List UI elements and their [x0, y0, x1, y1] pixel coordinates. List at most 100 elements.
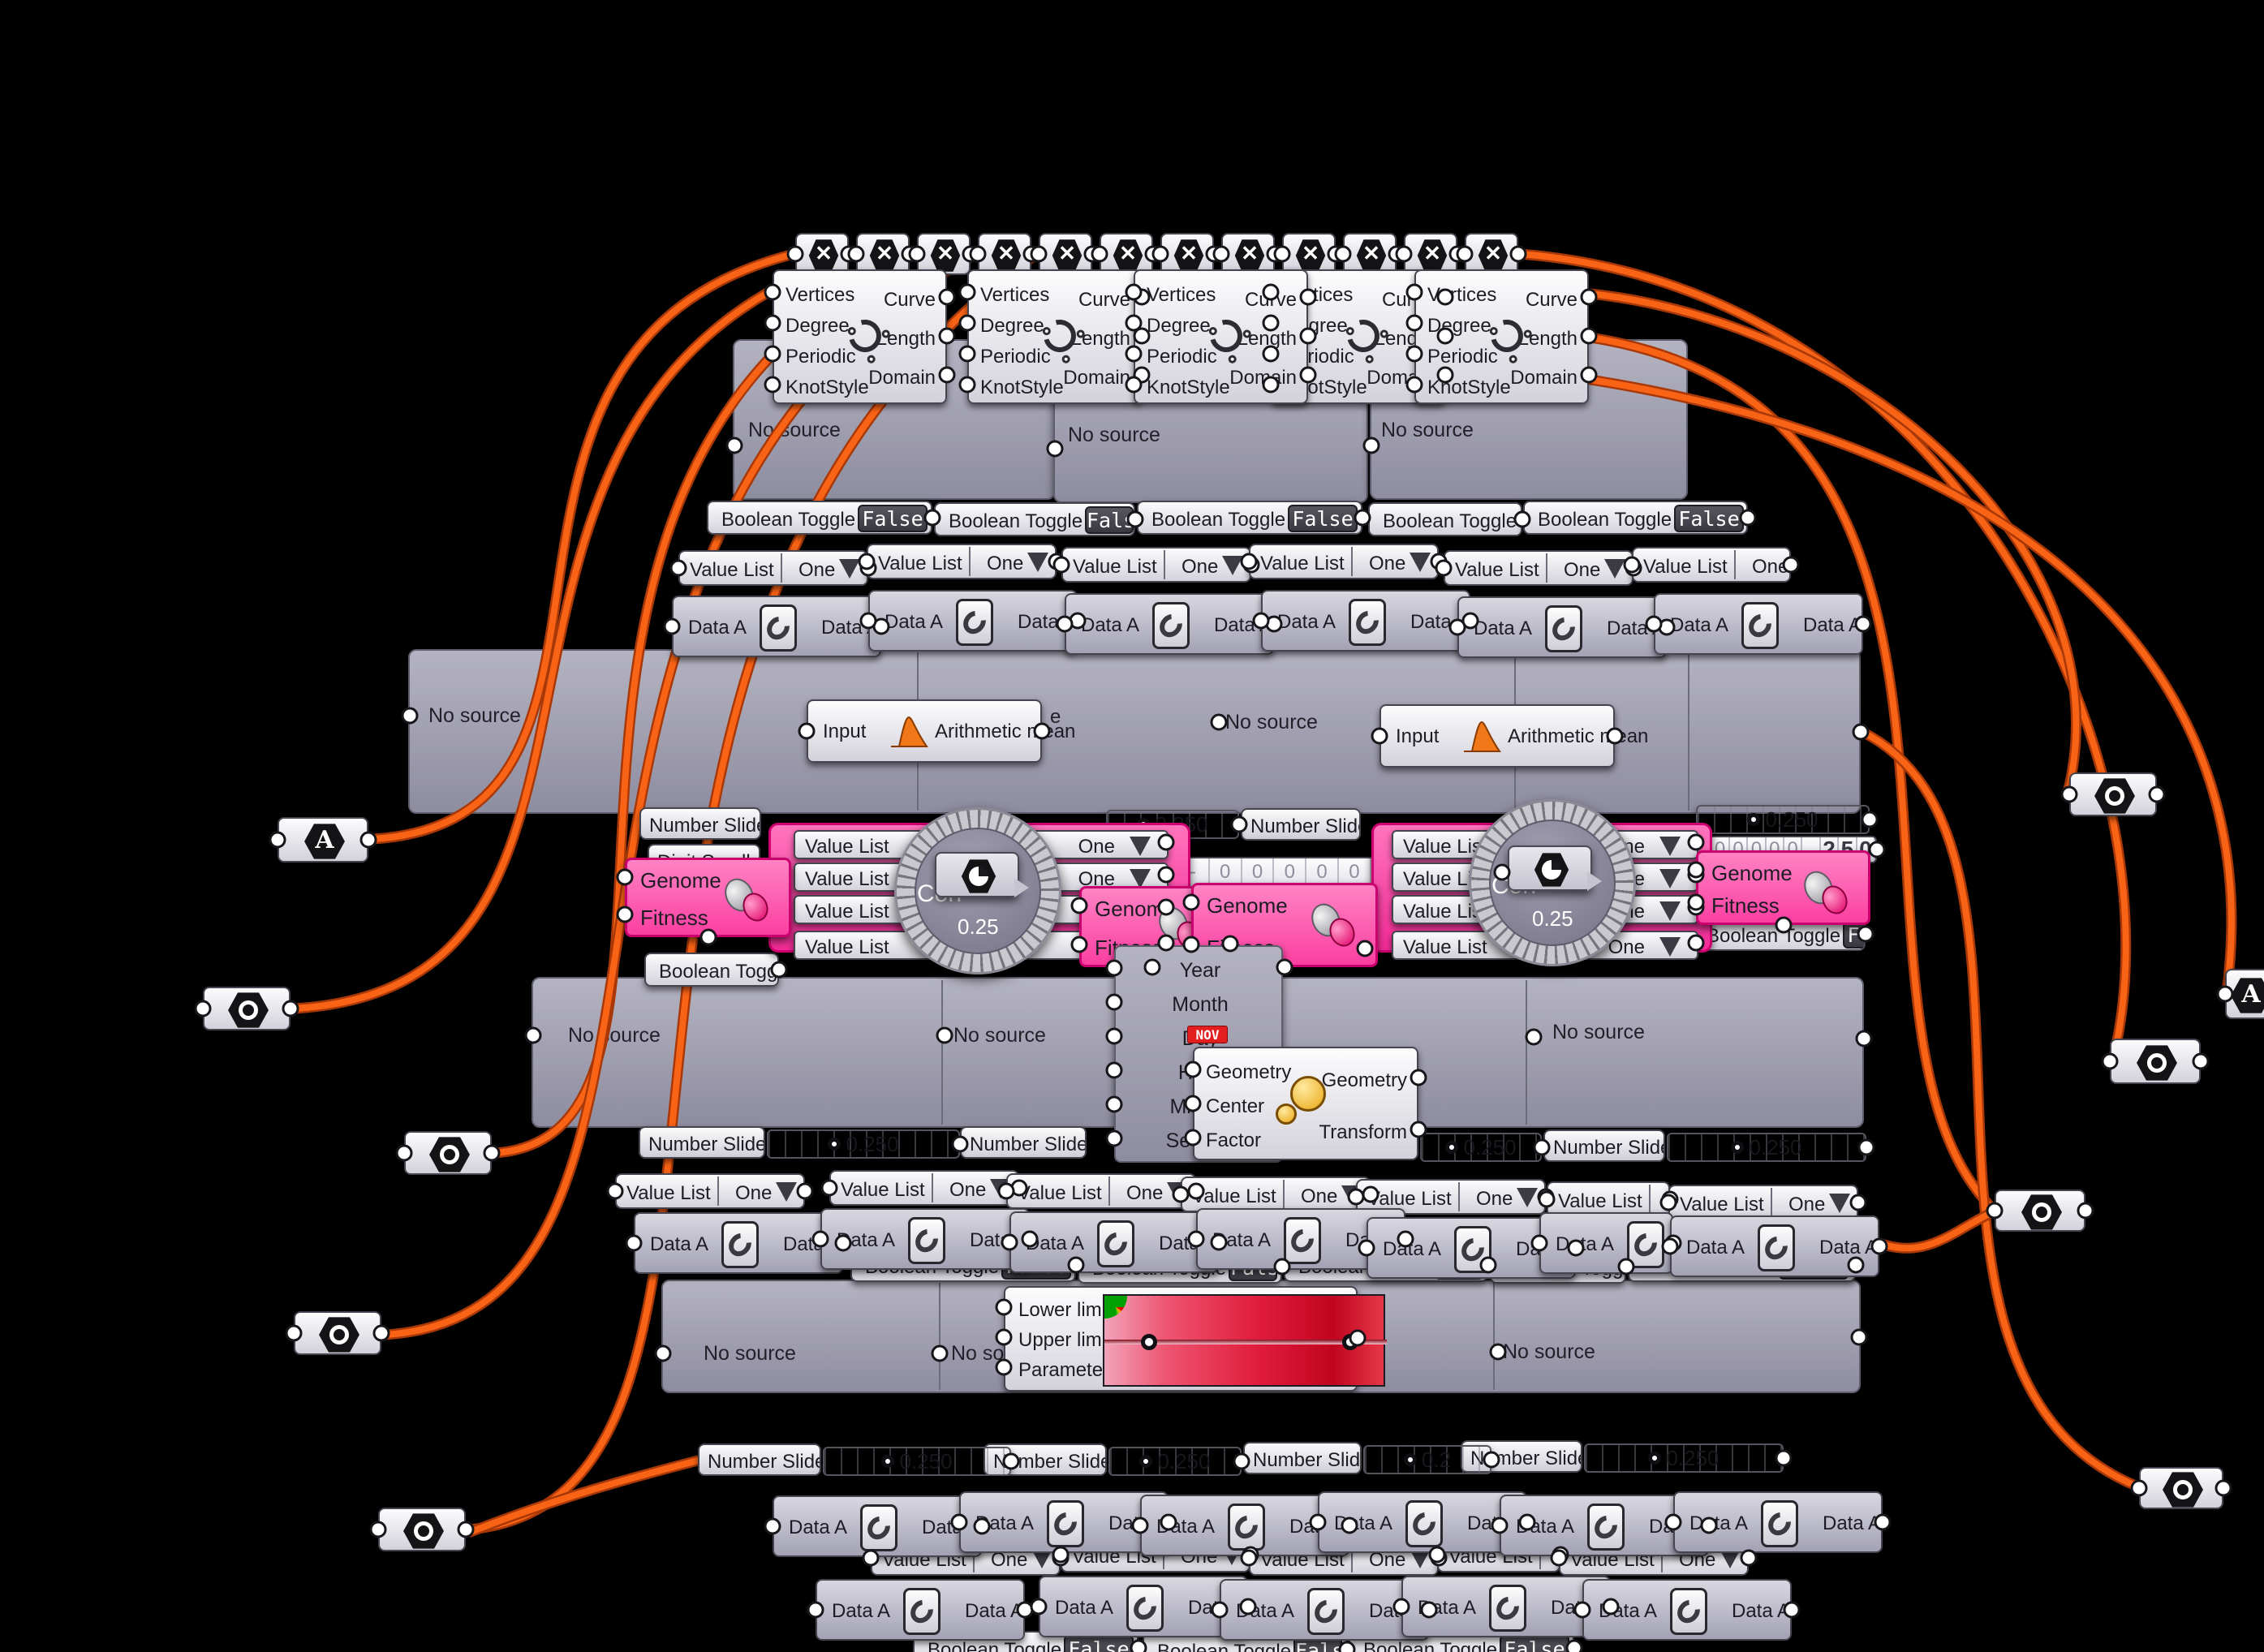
slider-rail[interactable]: 0.250: [1667, 1133, 1866, 1162]
wire-grip[interactable]: [1212, 245, 1230, 263]
wire-grip[interactable]: [1030, 245, 1048, 263]
wire-grip[interactable]: [1525, 1028, 1543, 1046]
wire-grip[interactable]: [1580, 327, 1598, 345]
wire-grip[interactable]: [938, 288, 956, 306]
dam-play-button[interactable]: [1545, 605, 1582, 652]
wire-grip[interactable]: [1687, 861, 1705, 879]
wire-grip[interactable]: [1126, 510, 1144, 528]
dropdown-arrow-icon[interactable]: [1659, 837, 1681, 856]
wire-grip[interactable]: [1187, 1230, 1205, 1248]
wire-grip[interactable]: [1334, 245, 1352, 263]
wire-grip[interactable]: [194, 1000, 212, 1017]
dam-play-button[interactable]: [860, 1504, 897, 1551]
wire-grip[interactable]: [663, 617, 681, 635]
wire-grip[interactable]: [764, 1517, 781, 1535]
disabled-cluster-component[interactable]: ✕: [1343, 233, 1397, 275]
wire-grip[interactable]: [401, 707, 419, 725]
parameter-node[interactable]: [203, 987, 291, 1030]
wire-grip[interactable]: [1233, 1452, 1250, 1470]
dropdown-arrow-icon[interactable]: [1659, 869, 1681, 888]
wire-grip[interactable]: [1617, 1258, 1635, 1276]
wire-grip[interactable]: [1262, 283, 1280, 301]
disabled-cluster-component[interactable]: ✕: [1282, 233, 1336, 275]
wire-grip[interactable]: [938, 327, 956, 345]
component-name-plate[interactable]: Number Slider: [639, 1126, 765, 1159]
wire-grip[interactable]: [1489, 1343, 1507, 1361]
disabled-cluster-component[interactable]: ✕: [1404, 233, 1457, 275]
wire-grip[interactable]: [764, 283, 781, 301]
parameter-node[interactable]: [2139, 1467, 2223, 1509]
wire-grip[interactable]: [770, 961, 788, 979]
wire-grip[interactable]: [1182, 893, 1200, 911]
slider-rail[interactable]: 0.250: [1108, 1447, 1242, 1476]
wire-grip[interactable]: [1573, 1601, 1591, 1619]
wire-grip[interactable]: [1664, 1513, 1682, 1531]
wire-grip[interactable]: [1405, 345, 1423, 363]
wire-grip[interactable]: [372, 1324, 390, 1342]
wire-grip[interactable]: [1105, 1061, 1123, 1079]
wire-grip[interactable]: [1240, 1549, 1258, 1567]
dam-play-button[interactable]: [1489, 1585, 1526, 1632]
wire-grip[interactable]: [862, 1549, 880, 1567]
wire-grip[interactable]: [1410, 1121, 1427, 1138]
wire-grip[interactable]: [1362, 1185, 1379, 1203]
wire-grip[interactable]: [1030, 1598, 1048, 1615]
dam-play-button[interactable]: [1126, 1585, 1164, 1632]
dam-play-button[interactable]: [1405, 1500, 1443, 1547]
toggle-false-button[interactable]: False: [1064, 1635, 1134, 1652]
wire-grip[interactable]: [1567, 1239, 1585, 1257]
clock-component[interactable]: [935, 852, 1029, 897]
wire-grip[interactable]: [1395, 245, 1413, 263]
slider-knob-icon[interactable]: [828, 1138, 841, 1151]
slider-rail[interactable]: 0.250: [823, 1447, 1011, 1476]
wire-grip[interactable]: [931, 1344, 949, 1362]
wire-grip[interactable]: [524, 1026, 542, 1044]
toggle-false-button[interactable]: Fals: [1085, 506, 1134, 534]
wire-grip[interactable]: [1861, 811, 1879, 828]
wire-grip[interactable]: [1125, 376, 1143, 394]
scroller-digit[interactable]: 0: [1209, 858, 1242, 886]
wire-grip[interactable]: [1349, 1329, 1367, 1347]
wire-grip[interactable]: [1157, 898, 1175, 916]
wire-grip[interactable]: [1131, 1516, 1149, 1534]
wire-grip[interactable]: [1436, 288, 1454, 306]
wire-grip[interactable]: [1854, 615, 1872, 633]
wire-grip[interactable]: [1580, 366, 1598, 384]
wire-grip[interactable]: [1533, 1138, 1551, 1156]
dam-play-button[interactable]: [1758, 1224, 1795, 1271]
wire-grip[interactable]: [908, 245, 926, 263]
wire-grip[interactable]: [834, 1234, 852, 1252]
wire-grip[interactable]: [1184, 1095, 1202, 1112]
wire-grip[interactable]: [1775, 1449, 1793, 1467]
wire-grip[interactable]: [2077, 1202, 2094, 1220]
wire-grip[interactable]: [2216, 985, 2234, 1003]
wire-grip[interactable]: [1252, 612, 1270, 630]
slider-rail[interactable]: 0.250: [767, 1129, 960, 1159]
wire-grip[interactable]: [1151, 245, 1169, 263]
wire-grip[interactable]: [1358, 1239, 1375, 1257]
wire-grip[interactable]: [606, 1182, 624, 1200]
wire-grip[interactable]: [1420, 1601, 1438, 1619]
dam-play-button[interactable]: [1284, 1217, 1321, 1264]
dam-play-button[interactable]: [1670, 1588, 1707, 1635]
clock-component[interactable]: [1508, 845, 1602, 891]
wire-grip[interactable]: [1133, 327, 1151, 345]
dropdown-arrow-icon[interactable]: [1130, 869, 1151, 888]
toggle-false-button[interactable]: False: [858, 505, 928, 532]
wire-grip[interactable]: [1565, 1639, 1583, 1652]
wire-grip[interactable]: [1130, 1639, 1147, 1652]
wire-grip[interactable]: [798, 722, 816, 740]
wire-grip[interactable]: [951, 1135, 969, 1153]
